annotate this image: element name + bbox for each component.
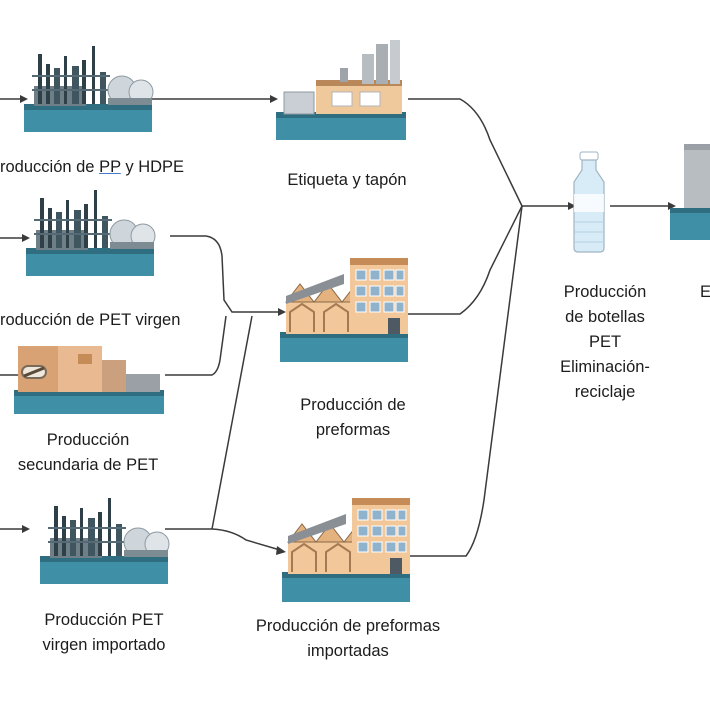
arrowhead-pet-virgen — [22, 234, 30, 242]
label-cut-off: E — [700, 283, 710, 301]
label-pp-hdpe: roducción de PP y HDPE — [0, 158, 185, 176]
arrowhead-preformas-importadas — [276, 546, 286, 555]
recycling-plant-icon — [12, 344, 166, 416]
connectors — [0, 98, 672, 557]
factory-icon — [281, 497, 411, 603]
industrial-plant-icon — [275, 39, 407, 141]
label-preformas: Producción de preformas — [300, 396, 406, 439]
label-pet-secundaria: Producción secundaria de PET — [17, 431, 159, 474]
factory-icon — [279, 257, 409, 363]
label-pet-importado: Producción PET virgen importado — [42, 611, 166, 654]
link-preformas-to-bottles — [406, 205, 523, 315]
link-etiqueta-to-bottles — [408, 98, 523, 207]
arrowhead-bottles — [568, 202, 576, 210]
label-preformas-importadas: Producción de preformas importadas — [255, 617, 441, 660]
refinery-icon — [39, 497, 170, 585]
label-pet-virgen: roducción de PET virgen — [0, 311, 181, 329]
link-importadas-to-bottles — [408, 205, 523, 557]
label-etiqueta: Etiqueta y tapón — [287, 171, 407, 189]
pp-link: PP — [99, 158, 121, 176]
refinery-icon — [23, 45, 154, 133]
link-junction-to-preformas — [211, 315, 253, 530]
arrowhead-pp-hdpe — [20, 95, 28, 103]
bottle-icon — [573, 151, 605, 253]
link-pet-virgen-to-preformas — [170, 235, 280, 313]
link-secundaria-to-preformas — [165, 315, 227, 376]
arrowhead-etiqueta — [270, 95, 278, 103]
arrowhead-preformas — [278, 308, 286, 316]
building-icon — [670, 144, 710, 240]
arrowhead-pet-importado — [22, 525, 30, 533]
label-botellas: Producción de botellas PET Eliminación- … — [560, 283, 650, 401]
refinery-icon — [25, 189, 156, 277]
link-junction-to-preformas-importadas — [211, 528, 281, 551]
